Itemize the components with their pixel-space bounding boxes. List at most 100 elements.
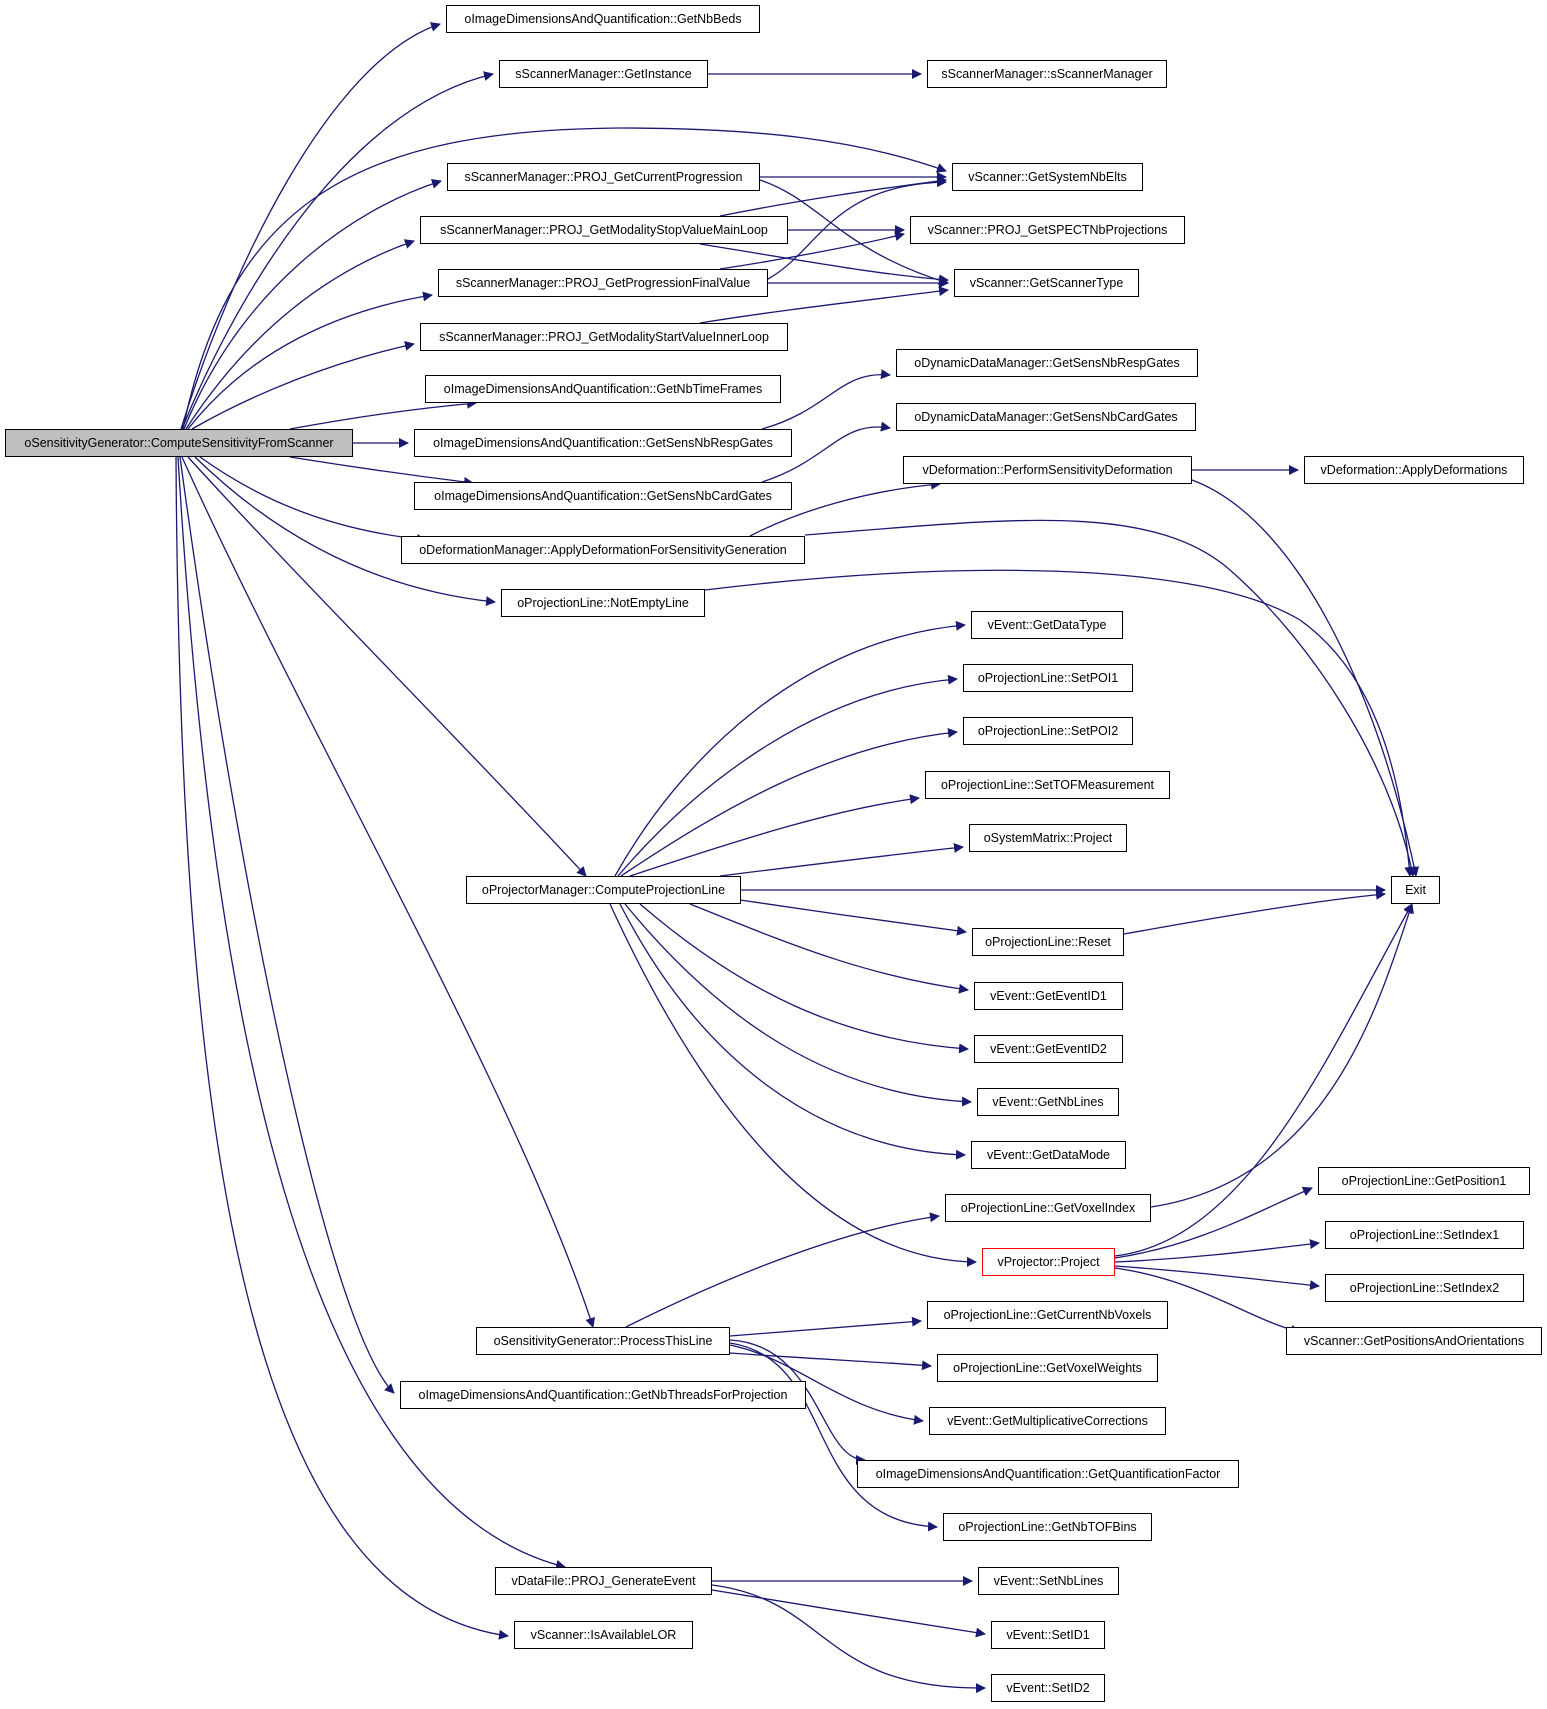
node-root[interactable]: oSensitivityGenerator::ComputeSensitivit… [5,429,353,457]
node-set-index1[interactable]: oProjectionLine::SetIndex1 [1325,1221,1524,1249]
node-set-poi1[interactable]: oProjectionLine::SetPOI1 [963,664,1133,692]
edge-vprojector-project-to-get-position1 [1114,1186,1313,1259]
node-get-quant-factor[interactable]: oImageDimensionsAndQuantification::GetQu… [857,1460,1239,1488]
edge-apply-deform-sens-to-perform-sens-deform [749,479,941,537]
node-get-scanner-type[interactable]: vScanner::GetScannerType [954,269,1139,297]
node-get-position1[interactable]: oProjectionLine::GetPosition1 [1318,1167,1530,1195]
edge-root-to-get-nb-threads [179,456,395,1394]
node-img-sens-resp[interactable]: oImageDimensionsAndQuantification::GetSe… [414,429,792,457]
node-perform-sens-deform[interactable]: vDeformation::PerformSensitivityDeformat… [903,456,1192,484]
edge-process-this-line-to-get-voxel-weights [729,1352,932,1371]
node-reset[interactable]: oProjectionLine::Reset [972,928,1124,956]
node-sscanner-manager[interactable]: sScannerManager::sScannerManager [927,60,1167,88]
node-img-sens-card[interactable]: oImageDimensionsAndQuantification::GetSe… [414,482,792,510]
node-get-modality-stop[interactable]: sScannerManager::PROJ_GetModalityStopVal… [420,216,788,244]
edge-process-this-line-to-get-voxel-index [625,1212,940,1328]
edge-compute-proj-line-to-set-poi1 [617,674,958,877]
node-get-current-nb-voxels[interactable]: oProjectionLine::GetCurrentNbVoxels [927,1301,1168,1329]
node-get-nb-threads[interactable]: oImageDimensionsAndQuantification::GetNb… [400,1381,806,1409]
node-system-matrix-project[interactable]: oSystemMatrix::Project [969,824,1127,852]
edge-get-progression-final-to-get-system-nb-elts [767,177,947,280]
edge-process-this-line-to-get-nb-tof-bins [729,1342,938,1532]
node-get-nb-tof-bins[interactable]: oProjectionLine::GetNbTOFBins [943,1513,1152,1541]
edge-compute-proj-line-to-set-tof [629,794,920,877]
edge-root-to-get-system-nb-elts [182,127,947,430]
edge-root-to-apply-deform-sens [199,456,427,545]
edge-compute-proj-line-to-reset [739,899,967,936]
edge-root-to-get-instance [181,71,494,430]
node-get-mult-corr[interactable]: vEvent::GetMultiplicativeCorrections [929,1407,1166,1435]
node-dyn-sens-card[interactable]: oDynamicDataManager::GetSensNbCardGates [896,403,1196,431]
edge-root-to-is-available-lor [175,456,509,1640]
edge-compute-proj-line-to-get-event-id2 [639,903,969,1054]
node-set-index2[interactable]: oProjectionLine::SetIndex2 [1325,1274,1524,1302]
edge-root-to-get-progression-final [187,291,433,430]
edge-vprojector-project-to-set-index1 [1114,1239,1320,1263]
edge-vprojector-project-to-get-pos-orient [1114,1267,1301,1335]
edge-compute-proj-line-to-get-nb-lines [624,903,972,1107]
edge-perform-sens-deform-to-exit [1191,479,1420,877]
node-get-voxel-weights[interactable]: oProjectionLine::GetVoxelWeights [937,1354,1158,1382]
edge-get-voxel-index-to-exit [1150,903,1414,1208]
node-set-nb-lines[interactable]: vEvent::SetNbLines [978,1567,1119,1595]
edge-root-to-img-sens-card [289,456,474,487]
node-get-system-nb-elts[interactable]: vScanner::GetSystemNbElts [952,163,1143,191]
node-dyn-sens-resp[interactable]: oDynamicDataManager::GetSensNbRespGates [896,349,1198,377]
node-apply-deform-sens[interactable]: oDeformationManager::ApplyDeformationFor… [401,536,805,564]
node-get-data-mode[interactable]: vEvent::GetDataMode [971,1141,1126,1169]
node-get-current-progression[interactable]: sScannerManager::PROJ_GetCurrentProgress… [447,163,760,191]
node-get-event-id1[interactable]: vEvent::GetEventID1 [974,982,1123,1010]
edge-root-to-get-nb-time-frames [289,398,477,430]
edge-vprojector-project-to-exit [1114,903,1413,1257]
edge-get-current-progression-to-get-scanner-type [759,179,949,286]
node-set-poi2[interactable]: oProjectionLine::SetPOI2 [963,717,1133,745]
node-get-modality-start[interactable]: sScannerManager::PROJ_GetModalityStartVa… [420,323,788,351]
edge-generate-event-to-set-id2 [711,1584,986,1694]
node-process-this-line[interactable]: oSensitivityGenerator::ProcessThisLine [476,1327,730,1355]
edge-compute-proj-line-to-get-data-type [614,620,966,877]
node-set-id2[interactable]: vEvent::SetID2 [991,1674,1105,1702]
node-is-available-lor[interactable]: vScanner::IsAvailableLOR [514,1621,693,1649]
node-get-voxel-index[interactable]: oProjectionLine::GetVoxelIndex [945,1194,1151,1222]
node-get-nb-time-frames[interactable]: oImageDimensionsAndQuantification::GetNb… [425,375,781,403]
node-set-tof[interactable]: oProjectionLine::SetTOFMeasurement [925,771,1170,799]
edge-process-this-line-to-get-mult-corr [729,1344,924,1425]
edge-img-sens-resp-to-dyn-sens-resp [761,369,891,430]
edge-root-to-process-this-line [181,456,596,1328]
node-get-data-type[interactable]: vEvent::GetDataType [971,611,1123,639]
edge-compute-proj-line-to-get-data-mode [619,903,966,1160]
edge-vprojector-project-to-set-index2 [1114,1265,1320,1291]
node-vprojector-project[interactable]: vProjector::Project [982,1248,1115,1276]
node-generate-event[interactable]: vDataFile::PROJ_GenerateEvent [495,1567,712,1595]
edge-not-empty-line-to-exit [704,569,1415,877]
edge-root-to-get-current-progression [183,178,442,430]
node-get-spect-nb-proj[interactable]: vScanner::PROJ_GetSPECTNbProjections [910,216,1185,244]
edge-compute-proj-line-to-get-event-id1 [689,903,969,994]
node-apply-deformations[interactable]: vDeformation::ApplyDeformations [1304,456,1524,484]
node-get-nb-beds[interactable]: oImageDimensionsAndQuantification::GetNb… [446,5,760,33]
node-exit[interactable]: Exit [1391,876,1440,904]
edge-compute-proj-line-to-system-matrix-project [719,842,964,877]
edge-generate-event-to-set-id1 [711,1589,986,1638]
node-not-empty-line[interactable]: oProjectionLine::NotEmptyLine [501,589,705,617]
node-get-pos-orient[interactable]: vScanner::GetPositionsAndOrientations [1286,1327,1542,1355]
edge-get-modality-start-to-get-scanner-type [699,286,949,324]
node-get-event-id2[interactable]: vEvent::GetEventID2 [974,1035,1123,1063]
edge-reset-to-exit [1123,889,1386,935]
edge-process-this-line-to-get-quant-factor [729,1339,866,1465]
edge-root-to-get-modality-stop [185,239,415,430]
edge-img-sens-card-to-dyn-sens-card [761,421,891,483]
node-get-instance[interactable]: sScannerManager::GetInstance [499,60,708,88]
node-compute-proj-line[interactable]: oProjectorManager::ComputeProjectionLine [466,876,741,904]
node-get-progression-final[interactable]: sScannerManager::PROJ_GetProgressionFina… [438,269,768,297]
edge-root-to-not-empty-line [194,456,496,607]
edge-compute-proj-line-to-vprojector-project [609,903,977,1267]
edge-root-to-generate-event [177,456,566,1570]
edge-apply-deform-sens-to-exit [804,519,1417,877]
node-get-nb-lines[interactable]: vEvent::GetNbLines [977,1088,1119,1116]
edge-compute-proj-line-to-set-poi2 [620,727,958,877]
edge-root-to-compute-proj-line [187,456,587,877]
node-set-id1[interactable]: vEvent::SetID1 [991,1621,1105,1649]
